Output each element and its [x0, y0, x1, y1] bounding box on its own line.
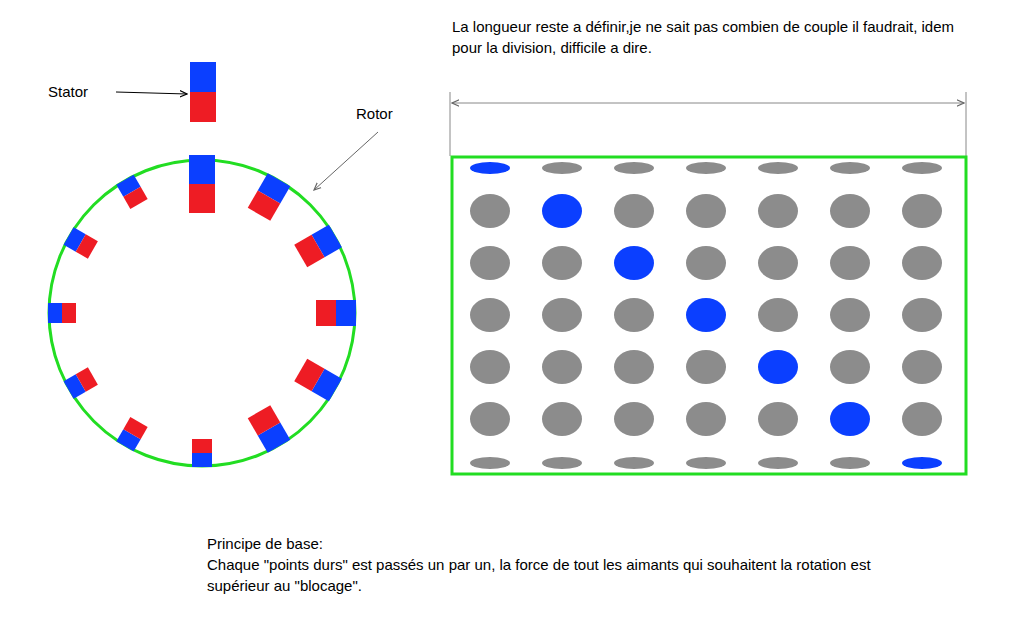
rotor-magnet: [294, 225, 342, 268]
hole: [470, 402, 510, 436]
hole: [830, 298, 870, 332]
dimension-line: [450, 92, 966, 156]
hole: [902, 246, 942, 280]
hole: [758, 194, 798, 228]
hole: [542, 350, 582, 384]
hole: [542, 246, 582, 280]
rotor-magnet: [116, 175, 147, 209]
rotor-magnet: [116, 417, 147, 451]
hole: [686, 350, 726, 384]
hard-point: [686, 298, 726, 332]
rotor-magnet: [48, 303, 76, 323]
hole: [470, 194, 510, 228]
rotor-magnet: [294, 359, 342, 402]
hard-point: [470, 162, 510, 174]
magnet-grid: [470, 162, 942, 469]
hole: [470, 298, 510, 332]
hole: [614, 298, 654, 332]
part-name: Stator: [48, 81, 118, 102]
hole: [758, 402, 798, 436]
hole: [470, 457, 510, 469]
rotor-magnet: [248, 405, 291, 453]
rotor-magnet: [64, 227, 98, 258]
hole: [614, 402, 654, 436]
hard-point: [614, 246, 654, 280]
hole: [542, 457, 582, 469]
hole: [614, 350, 654, 384]
hole: [686, 457, 726, 469]
hard-point: [830, 402, 870, 436]
stator-magnet: [190, 62, 216, 122]
hard-point: [902, 457, 942, 469]
rotor-magnet: [248, 173, 291, 221]
hole: [902, 402, 942, 436]
hole: [614, 457, 654, 469]
hole: [686, 194, 726, 228]
hole: [542, 162, 582, 174]
hole: [758, 162, 798, 174]
hole: [686, 402, 726, 436]
hole: [902, 194, 942, 228]
hole: [902, 298, 942, 332]
hole: [830, 246, 870, 280]
hole: [830, 194, 870, 228]
hole: [758, 246, 798, 280]
hole: [686, 162, 726, 174]
rotor-magnets: [48, 155, 356, 467]
note: La longueur reste a définir,je ne sait p…: [452, 16, 972, 58]
hard-point: [758, 350, 798, 384]
hole: [686, 246, 726, 280]
note-heading: Principe de base:: [207, 533, 507, 554]
rotor-magnet: [64, 367, 98, 398]
hole: [758, 457, 798, 469]
hole: [830, 350, 870, 384]
hole: [830, 457, 870, 469]
hole: [470, 246, 510, 280]
rotor-magnet: [192, 439, 212, 467]
rotor-circle: [49, 160, 355, 466]
hole: [614, 162, 654, 174]
rotor-magnet: [316, 300, 356, 326]
hole: [542, 402, 582, 436]
hole: [542, 298, 582, 332]
hole: [758, 298, 798, 332]
hard-point: [542, 194, 582, 228]
rotor-magnet: [189, 155, 215, 213]
note: Chaque "points durs" est passés un par u…: [207, 554, 907, 596]
hole: [902, 350, 942, 384]
leader-line: [314, 132, 378, 190]
hole: [902, 162, 942, 174]
rail-outline: [452, 157, 966, 474]
hole: [830, 162, 870, 174]
hole: [614, 194, 654, 228]
part-name: Rotor: [356, 103, 416, 124]
leader-line: [116, 92, 187, 94]
hole: [470, 350, 510, 384]
